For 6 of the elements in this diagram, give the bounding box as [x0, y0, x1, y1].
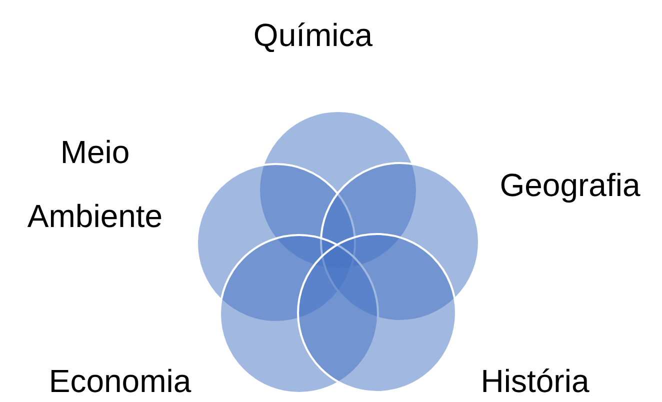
- circle-label: Economia: [48, 362, 192, 400]
- venn-circle: [297, 233, 457, 393]
- circle-label: Meio Ambiente: [26, 133, 164, 236]
- circle-label: História: [480, 362, 590, 400]
- circle-label: Geografia: [498, 166, 642, 205]
- circle-label: Química: [252, 16, 374, 55]
